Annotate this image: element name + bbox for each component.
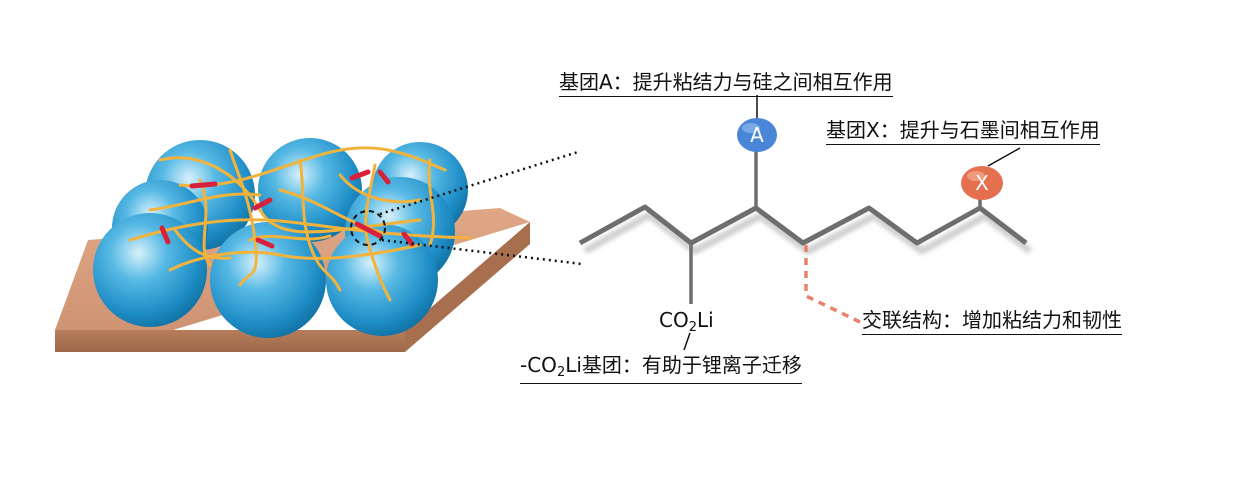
crosslink-marks	[159, 169, 415, 249]
node-a-label: A	[750, 123, 764, 147]
co2li-group-sub: 2	[556, 365, 566, 380]
label-co2li-group: -CO2Li基团：有助于锂离子迁移	[520, 355, 802, 384]
particle-sphere	[258, 138, 362, 242]
zoom-line-top	[379, 150, 579, 216]
node-x-label: X	[975, 171, 989, 195]
polymer-chain: A X	[578, 95, 1033, 351]
co2li-formula: CO2Li	[659, 310, 714, 334]
substrate-side	[405, 222, 530, 352]
particle-sphere	[93, 213, 207, 327]
label-crosslink: 交联结构：增加粘结力和韧性	[862, 310, 1122, 335]
electrode-illustration	[55, 138, 583, 352]
co2li-tail: Li	[697, 308, 714, 332]
substrate-front	[55, 330, 405, 352]
co2li-sub: 2	[688, 320, 697, 335]
leader-x	[987, 147, 1021, 167]
leader-co2li	[683, 332, 691, 351]
co2li-group-suffix: Li基团：有助于锂离子迁移	[565, 353, 802, 377]
co2li-group-prefix: -CO	[520, 353, 557, 377]
crosslink-dashed	[804, 245, 861, 324]
particle-sphere	[210, 222, 326, 338]
co2li-main: CO	[659, 308, 689, 332]
backbone	[578, 204, 1028, 246]
zoom-circle	[350, 210, 386, 246]
label-group-a: 基团A：提升粘结力与硅之间相互作用	[559, 72, 893, 97]
label-group-x: 基团X：提升与石墨间相互作用	[826, 120, 1100, 145]
